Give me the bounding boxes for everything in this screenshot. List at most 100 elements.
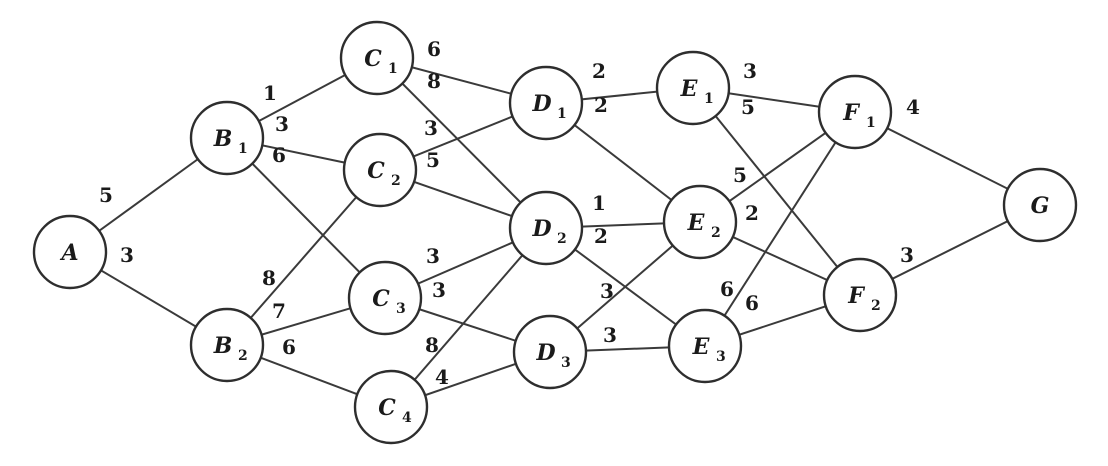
edge-weight-e3-f1: 6 <box>720 277 734 301</box>
edge-weight-c1-d1: 6 <box>427 37 441 61</box>
edge-weight-d1-e1: 2 <box>592 59 606 83</box>
edge-weight-d1-e2: 2 <box>594 93 608 117</box>
node-label: E <box>680 76 699 102</box>
node-g: G <box>1002 167 1078 243</box>
edge-b1-c3 <box>226 137 386 299</box>
node-circle <box>512 314 588 390</box>
edge-c4-d2 <box>390 227 547 408</box>
node-label: C <box>364 46 382 72</box>
node-a: A <box>32 214 108 290</box>
node-circle <box>667 308 743 384</box>
edge-weight-c4-d2: 8 <box>425 333 439 357</box>
edge-weight-f1-g: 4 <box>906 95 920 119</box>
node-label: D <box>535 340 555 366</box>
edge-weight-c3-d3: 3 <box>432 278 446 302</box>
edge-weight-d2-e2: 1 <box>592 191 606 215</box>
node-label: A <box>59 240 78 266</box>
edge-weight-c1-d2: 8 <box>427 69 441 93</box>
node-label: G <box>1031 193 1050 219</box>
edge-weight-e3-f2: 6 <box>745 291 759 315</box>
node-subscript: 2 <box>391 173 401 189</box>
edge-weight-b1-c1: 1 <box>263 81 277 105</box>
edge-weight-d3-e3: 3 <box>603 323 617 347</box>
edge-weight-c4-d3: 4 <box>435 365 449 389</box>
edge-c1-d2 <box>376 57 547 229</box>
node-circle <box>822 257 898 333</box>
edge-weight-b2-c4: 6 <box>282 335 296 359</box>
edge-b2-c2 <box>226 169 381 346</box>
node-label: F <box>842 100 860 126</box>
node-label: D <box>531 216 551 242</box>
node-subscript: 2 <box>871 298 881 314</box>
node-label: C <box>378 395 396 421</box>
edge-weight-e1-f1: 3 <box>743 59 757 83</box>
node-circle <box>32 214 108 290</box>
edge-weight-c2-d2: 5 <box>426 148 440 172</box>
node-subscript: 3 <box>561 355 571 371</box>
node-subscript: 1 <box>704 91 714 107</box>
node-label: D <box>531 91 551 117</box>
node-label: E <box>687 210 706 236</box>
node-circle <box>662 184 738 260</box>
node-label: F <box>847 283 865 309</box>
node-subscript: 1 <box>388 61 398 77</box>
node-subscript: 4 <box>402 410 412 426</box>
edge-weight-d3-e2: 3 <box>600 279 614 303</box>
node-subscript: 3 <box>716 349 726 365</box>
node-subscript: 2 <box>238 348 248 364</box>
node-circle <box>817 74 893 150</box>
edge-weight-b1-c3: 6 <box>272 143 286 167</box>
edge-weight-e2-f2: 2 <box>745 201 759 225</box>
node-circle <box>508 190 584 266</box>
node-circle <box>339 20 415 96</box>
node-circle <box>1002 167 1078 243</box>
edge-weight-f2-g: 3 <box>900 243 914 267</box>
node-circle <box>655 50 731 126</box>
node-subscript: 2 <box>557 231 567 247</box>
edge-weight-c2-d1: 3 <box>424 116 438 140</box>
node-circle <box>508 65 584 141</box>
edge-e3-f1 <box>704 111 856 347</box>
edge-weight-e1-f2: 5 <box>741 95 755 119</box>
edge-e1-f2 <box>692 87 861 296</box>
edge-weight-b1-c2: 3 <box>275 112 289 136</box>
node-circle <box>353 369 429 445</box>
edge-weight-a-b2: 3 <box>120 243 134 267</box>
edge-weight-b2-c2: 8 <box>262 266 276 290</box>
node-circle <box>342 132 418 208</box>
edge-weight-d2-e3: 2 <box>594 224 608 248</box>
edge-weight-e2-f1: 5 <box>733 163 747 187</box>
node-label: E <box>692 334 711 360</box>
node-subscript: 1 <box>557 106 567 122</box>
node-subscript: 1 <box>866 115 876 131</box>
edge-weight-a-b1: 5 <box>99 183 113 207</box>
node-label: B <box>213 333 233 359</box>
node-subscript: 2 <box>711 225 721 241</box>
node-subscript: 1 <box>238 141 248 157</box>
node-label: C <box>372 286 390 312</box>
node-circle <box>189 307 265 383</box>
edge-weight-c3-d2: 3 <box>426 244 440 268</box>
edge-weight-b2-c3: 7 <box>272 299 286 323</box>
node-circle <box>347 260 423 336</box>
node-label: B <box>213 126 233 152</box>
node-subscript: 3 <box>396 301 406 317</box>
